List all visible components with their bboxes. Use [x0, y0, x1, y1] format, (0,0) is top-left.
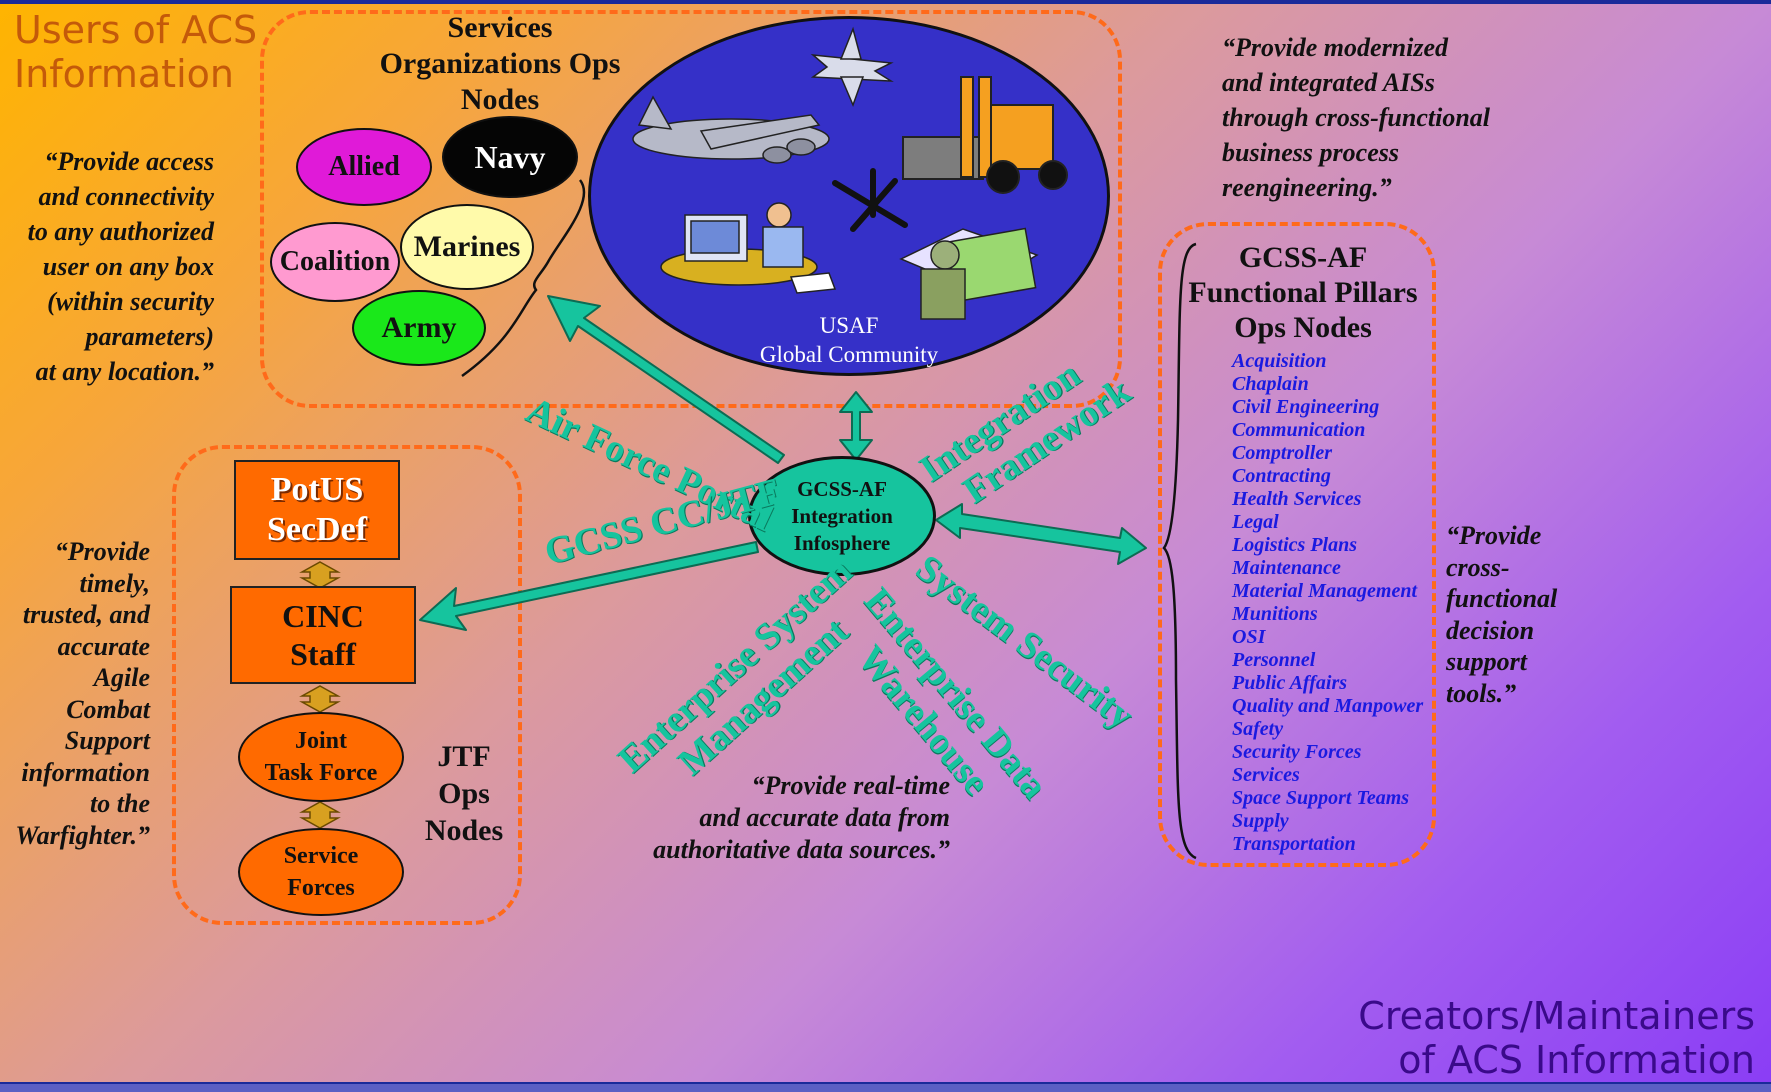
pillars-group — [1158, 222, 1436, 867]
quote-access: “Provide access and connectivity to any … — [27, 147, 214, 386]
jtf-ops-nodes-label: JTF Ops Nodes — [424, 740, 504, 847]
pillar-item[interactable]: Munitions — [1232, 603, 1318, 625]
link-potus-cinc — [299, 561, 341, 589]
marines-node[interactable]: Marines — [400, 204, 534, 290]
jtf-group — [172, 445, 522, 925]
top-rule — [0, 0, 1771, 4]
pillar-item[interactable]: Safety — [1232, 718, 1284, 740]
allied-node[interactable]: Allied — [296, 128, 432, 206]
pillar-item[interactable]: Public Affairs — [1232, 672, 1348, 694]
joint-task-force-node[interactable]: Joint Task Force — [238, 712, 404, 802]
navy-node[interactable]: Navy — [442, 116, 578, 198]
link-joint-service — [299, 801, 341, 829]
bottom-rule — [0, 1082, 1771, 1092]
map-planner-icon — [899, 227, 1039, 320]
services-bracket — [461, 179, 586, 378]
pillar-item[interactable]: Contracting — [1232, 465, 1331, 487]
coalition-node[interactable]: Coalition — [270, 222, 400, 302]
pillar-item[interactable]: Chaplain — [1232, 373, 1309, 395]
usaf-community[interactable]: USAF Global Community — [588, 16, 1110, 376]
pillar-item[interactable]: Maintenance — [1232, 557, 1341, 579]
usaf-illustrations — [632, 26, 1068, 320]
potus-secdef-node[interactable]: PotUS SecDef — [234, 460, 400, 560]
pillar-item[interactable]: Personnel — [1232, 649, 1316, 671]
pillar-item[interactable]: Quality and Manpower — [1232, 695, 1424, 717]
pillar-item[interactable]: Logistics Plans — [1232, 534, 1358, 556]
arrow-portal — [547, 295, 785, 464]
pillar-item[interactable]: OSI — [1232, 626, 1266, 648]
pillar-item[interactable]: Supply — [1232, 810, 1289, 832]
tools-icon — [832, 168, 908, 232]
services-title: Services Organizations Ops Nodes — [379, 11, 621, 116]
arrow-gcss-cc — [419, 541, 759, 631]
army-node[interactable]: Army — [352, 290, 486, 366]
link-cinc-joint — [299, 685, 341, 713]
pillar-item[interactable]: Acquisition — [1232, 350, 1327, 372]
pillar-item[interactable]: Legal — [1232, 511, 1279, 533]
arrow-usaf — [839, 391, 873, 461]
usaf-label: USAF Global Community — [759, 313, 939, 367]
quote-decision: “Provide cross- functional decision supp… — [1446, 521, 1558, 708]
pillar-item[interactable]: Material Management — [1232, 580, 1418, 602]
creators-label: Creators/Maintainers of ACS Information — [1358, 994, 1755, 1082]
service-forces-node[interactable]: Service Forces — [238, 828, 404, 916]
pillar-item[interactable]: Communication — [1232, 419, 1366, 441]
pillar-item[interactable]: Comptroller — [1232, 442, 1333, 464]
arrow-pillars — [935, 503, 1147, 565]
fighter-jet-icon — [810, 26, 894, 108]
gcss-af-hub[interactable]: GCSS-AF Integration Infosphere — [748, 456, 936, 576]
services-group — [260, 10, 1122, 408]
pillars-bracket — [1162, 242, 1197, 860]
forklift-icon — [902, 76, 1068, 194]
pillars-title: GCSS-AF Functional Pillars Ops Nodes — [1188, 241, 1418, 344]
quote-warfighter: “Provide timely, trusted, and accurate A… — [15, 537, 150, 850]
pillar-item[interactable]: Health Services — [1232, 488, 1362, 510]
cinc-staff-node[interactable]: CINC Staff — [230, 586, 416, 684]
pillar-item[interactable]: Civil Engineering — [1232, 396, 1380, 418]
users-label: Users of ACS Information — [14, 8, 258, 96]
pillar-item[interactable]: Services — [1232, 764, 1300, 786]
pillar-item[interactable]: Security Forces — [1232, 741, 1362, 763]
quote-realtime: “Provide real-time and accurate data fro… — [653, 771, 950, 864]
pillar-item[interactable]: Space Support Teams — [1232, 787, 1410, 809]
cargo-plane-icon — [632, 95, 830, 164]
quote-modernized: “Provide modernized and integrated AISs … — [1222, 33, 1491, 202]
office-worker-icon — [660, 202, 837, 294]
pillars-list: Acquisition Chaplain Civil Engineering C… — [1232, 350, 1432, 856]
pillar-item[interactable]: Transportation — [1232, 833, 1356, 855]
